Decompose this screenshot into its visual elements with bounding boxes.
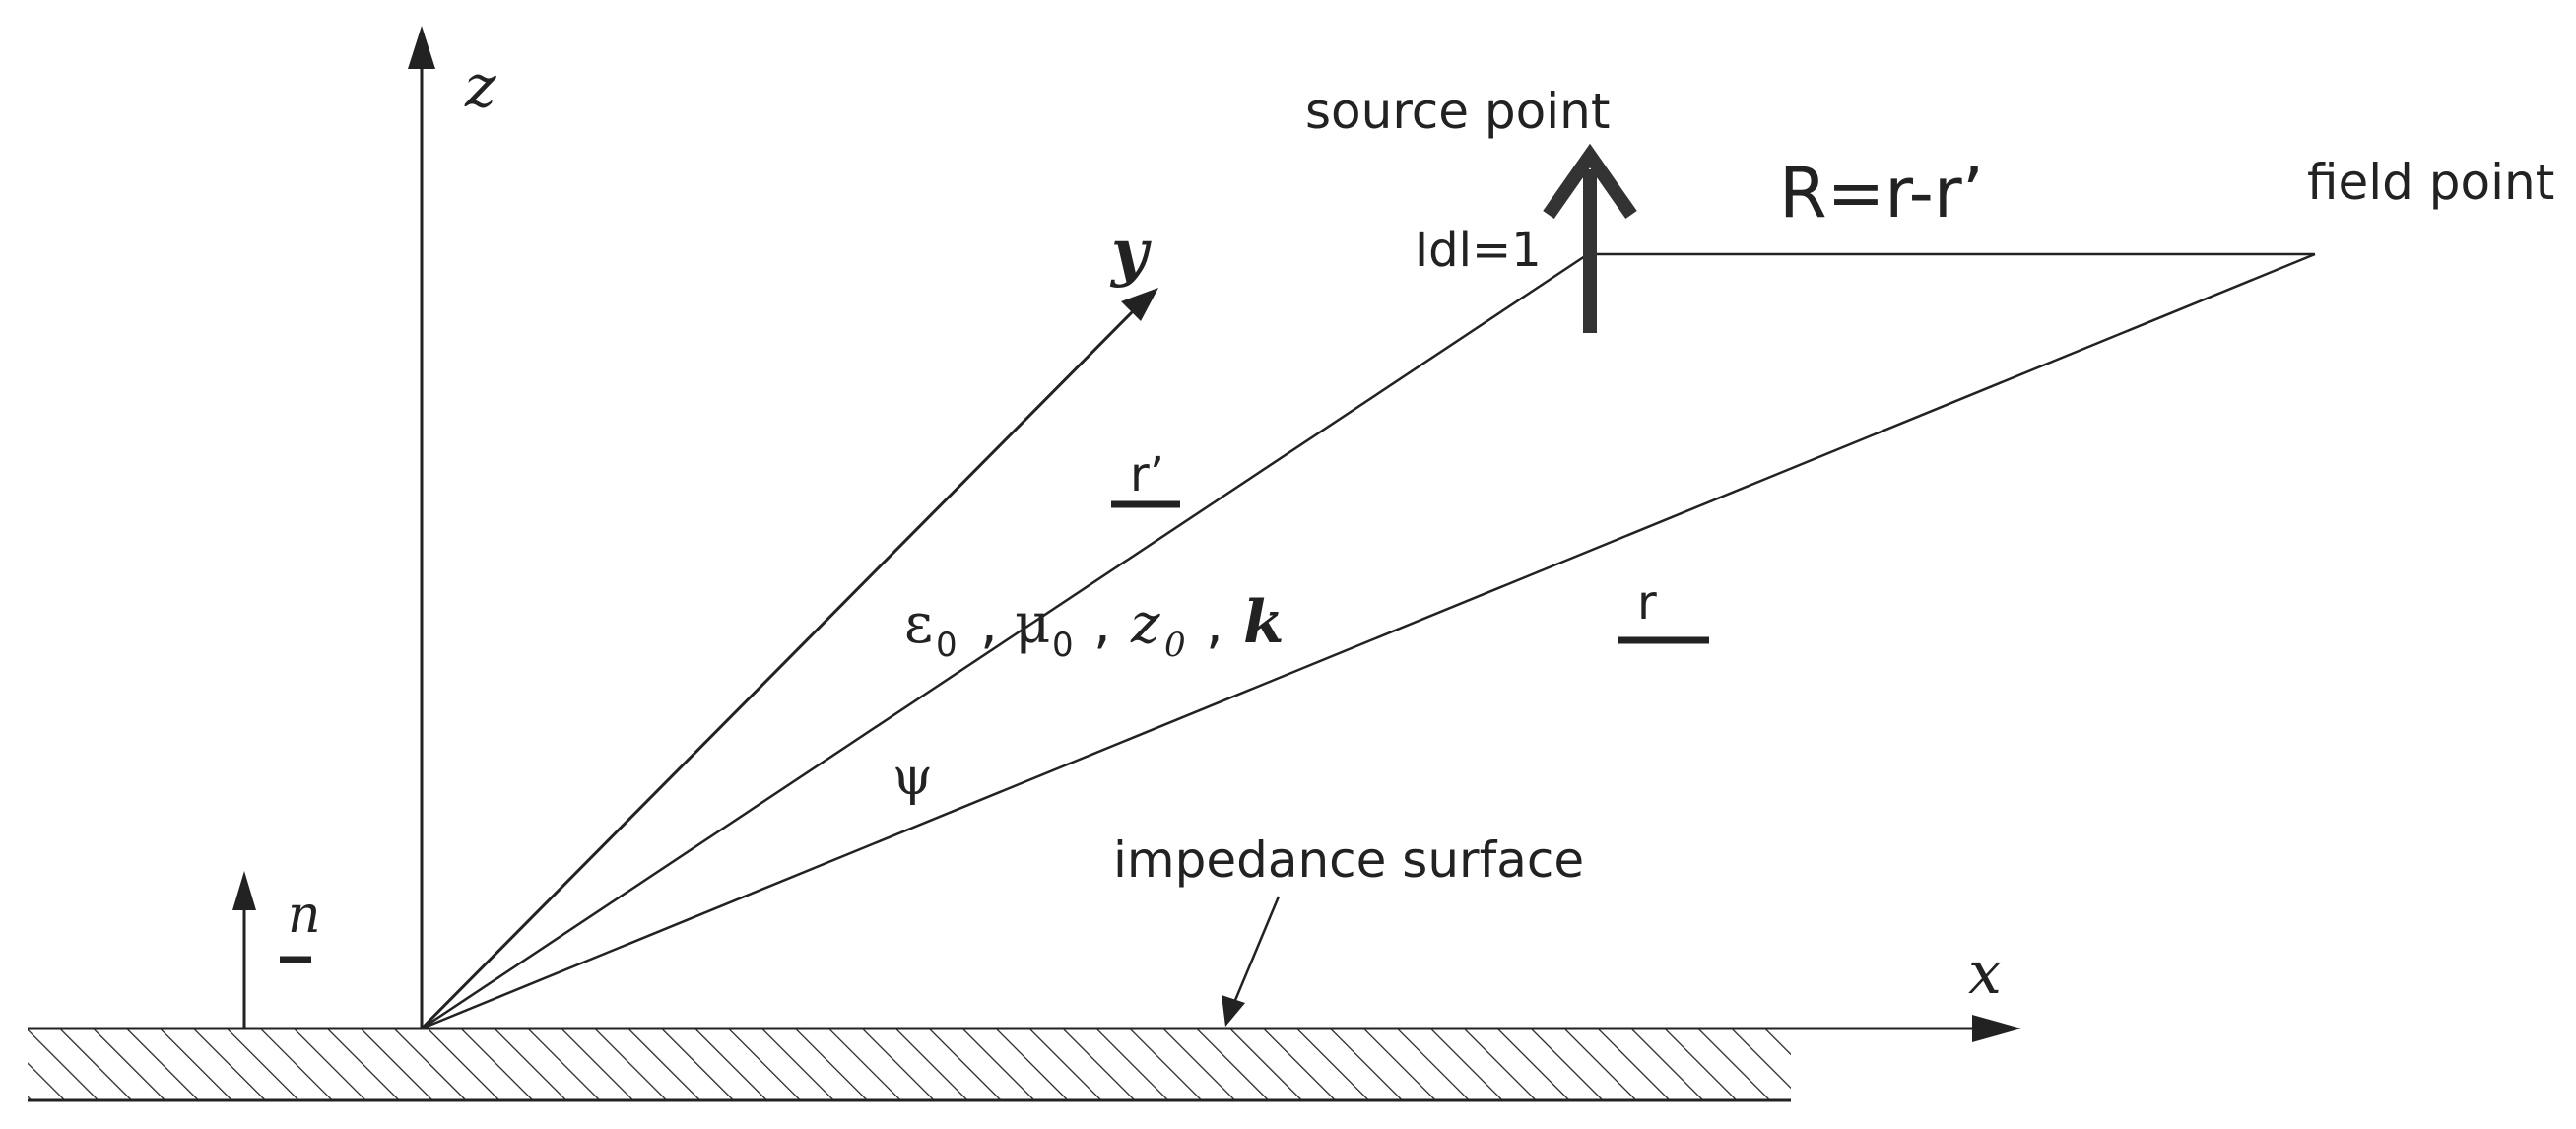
medium-comma-3: , (1206, 592, 1223, 656)
source-dipole-arrowhead (1543, 143, 1637, 220)
z-axis-arrowhead (408, 26, 435, 69)
z-axis-label: z (464, 52, 496, 121)
medium-mu: μ (1015, 592, 1050, 656)
medium-comma-1: , (980, 592, 998, 656)
y-axis-label: y (1109, 216, 1152, 290)
field-point-label: field point (2307, 154, 2554, 211)
medium-z-sub: 0 (1164, 626, 1186, 665)
medium-comma-2: , (1093, 592, 1111, 656)
medium-eps-sub: 0 (936, 626, 958, 665)
r-label: r (1637, 575, 1657, 631)
y-axis-line (420, 309, 1135, 1030)
medium-k: k (1243, 588, 1285, 657)
medium-z: z (1130, 592, 1160, 656)
normal-vector-arrowhead (232, 871, 256, 910)
impedance-pointer-line (1231, 896, 1281, 1006)
medium-mu-sub: 0 (1052, 626, 1074, 665)
R-vector-label: R=r-r’ (1779, 153, 1984, 233)
x-axis-arrowhead (1972, 1015, 2021, 1042)
r-line (421, 252, 2316, 1030)
source-point-label: source point (1305, 83, 1610, 140)
impedance-pointer-arrowhead (1222, 995, 1245, 1027)
ground-hatch (28, 1029, 1791, 1100)
r-prime-label: r’ (1130, 447, 1164, 502)
psi-label: ψ (892, 748, 933, 807)
normal-vector-label: n (288, 886, 321, 945)
r-prime-line (421, 252, 1589, 1030)
impedance-surface-label: impedance surface (1113, 831, 1584, 889)
current-label: Idl=1 (1415, 223, 1542, 278)
medium-eps: ε (904, 592, 933, 656)
x-axis-label: x (1968, 939, 2002, 1008)
y-axis-arrowhead (1121, 288, 1158, 321)
